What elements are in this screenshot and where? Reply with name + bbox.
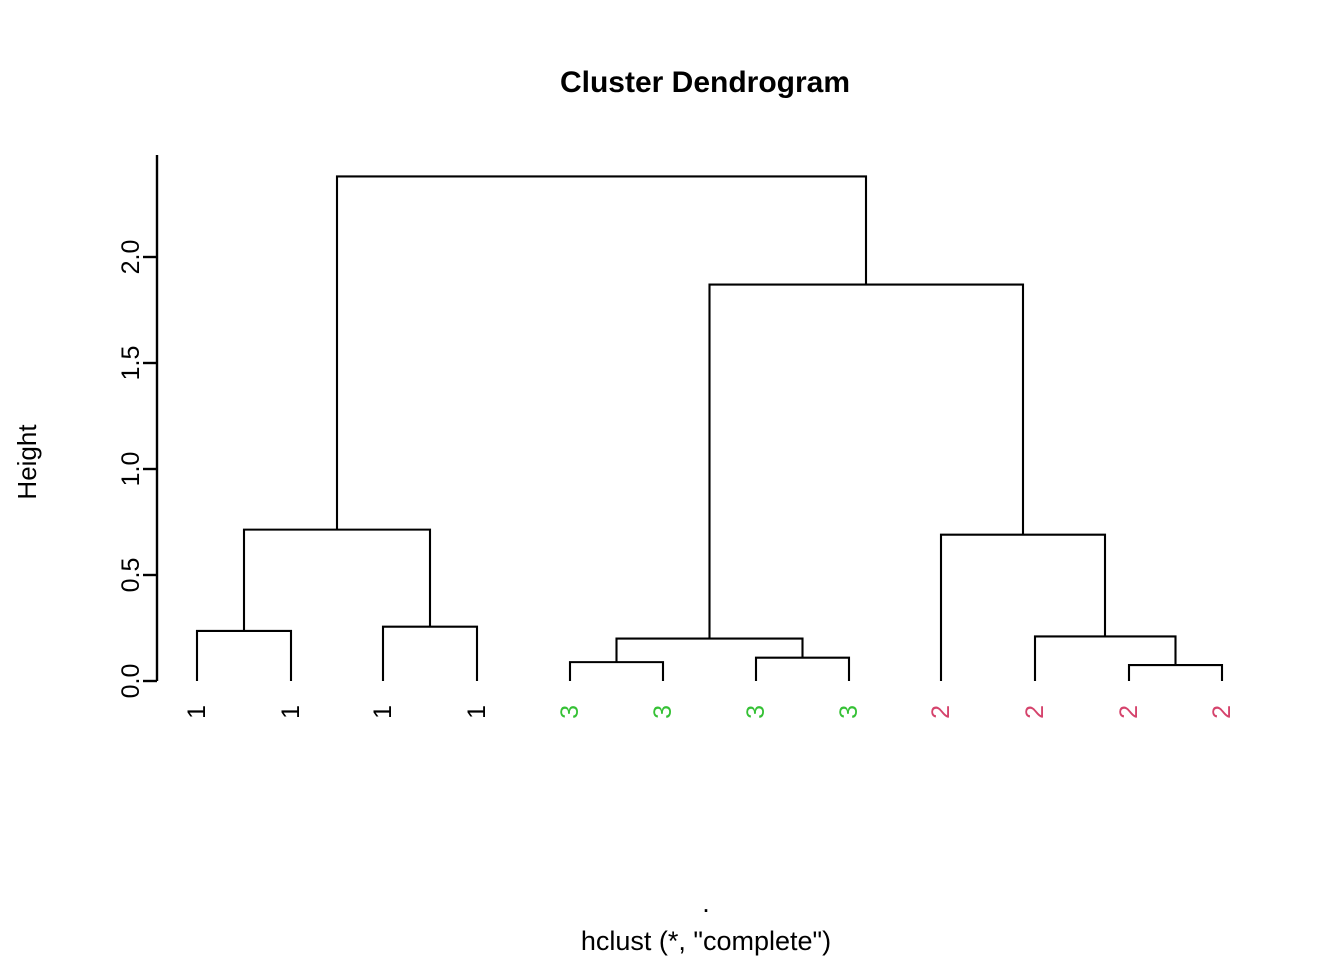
dendrogram-tree <box>195 175 1224 681</box>
x-axis-sub-label-top: . <box>702 888 710 918</box>
y-axis-title: Height <box>12 424 42 500</box>
leaf-label-2: 2 <box>927 705 955 719</box>
y-tick-label: 0.0 <box>117 664 145 699</box>
y-tick-label: 1.5 <box>117 346 145 381</box>
leaf-label-3: 3 <box>835 705 863 719</box>
y-axis-tick-marks <box>143 255 157 683</box>
leaf-label-1: 1 <box>183 705 211 719</box>
leaf-label-1: 1 <box>369 705 397 719</box>
leaf-label-1: 1 <box>277 705 305 719</box>
leaf-labels: 1 1 1 1 3 3 3 3 2 2 2 2 <box>183 705 1236 719</box>
y-tick-label: 0.5 <box>117 558 145 593</box>
leaf-label-3: 3 <box>556 705 584 719</box>
leaf-label-2: 2 <box>1021 705 1049 719</box>
y-tick-label: 2.0 <box>117 240 145 275</box>
x-axis-sub-label: hclust (*, "complete") <box>581 926 831 956</box>
leaf-label-3: 3 <box>649 705 677 719</box>
y-tick-label: 1.0 <box>117 452 145 487</box>
leaf-label-2: 2 <box>1208 705 1236 719</box>
leaf-label-1: 1 <box>463 705 491 719</box>
leaf-label-3: 3 <box>742 705 770 719</box>
y-axis-tick-labels: 0.0 0.5 1.0 1.5 2.0 <box>117 240 145 699</box>
leaf-label-2: 2 <box>1115 705 1143 719</box>
dendrogram-branch <box>335 175 868 530</box>
y-axis: 0.0 0.5 1.0 1.5 2.0 <box>117 155 159 699</box>
page-title: Cluster Dendrogram <box>560 66 850 99</box>
